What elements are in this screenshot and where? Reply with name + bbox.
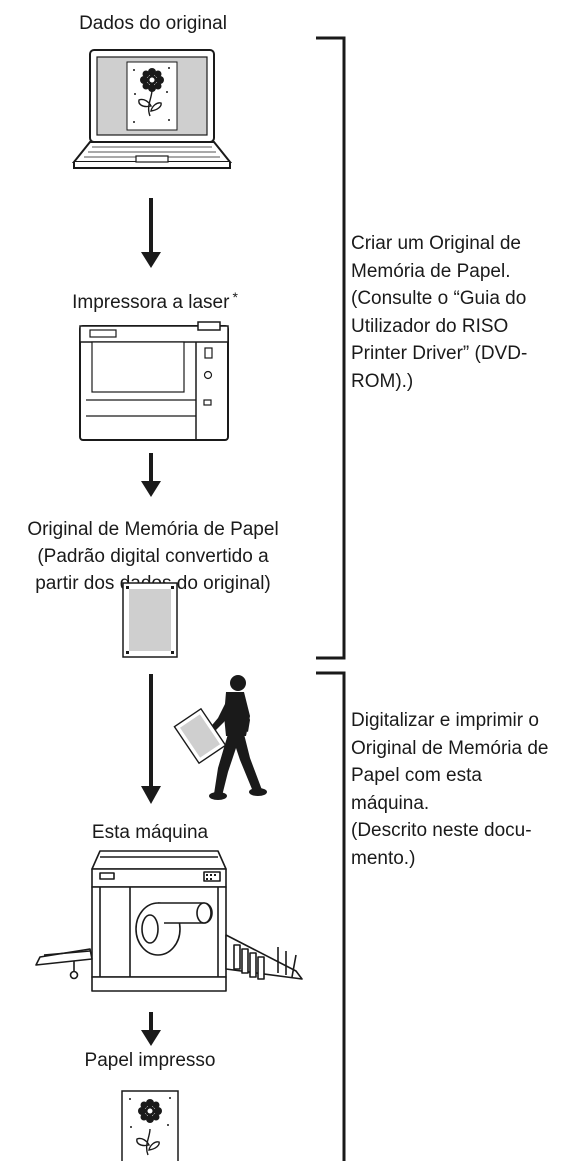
arrow-down-icon [141, 674, 161, 804]
note-create-original: Criar um Original de Memória de Papel. (… [351, 230, 527, 395]
note-scan-line-4: máquina. [351, 792, 430, 814]
label-printed-paper: Papel impresso [84, 1050, 216, 1071]
laptop-icon [71, 49, 233, 169]
note-scan-line-3: Papel com esta [351, 765, 482, 786]
arrow-down-icon [141, 453, 161, 497]
label-paper-memory-original: Original de Memória de Papel (Padrão dig… [0, 516, 306, 597]
label-original-data: Dados do original [79, 13, 227, 34]
note-create-line-2: Memória de Papel. [351, 260, 511, 282]
label-this-machine: Esta máquina [91, 822, 209, 843]
paper-memory-original-icon [122, 582, 178, 658]
note-scan-line-2: Original de Memória de [351, 737, 549, 759]
note-scan-line-1: Digitalizar e imprimir o [351, 710, 539, 731]
bracket-scan-print [316, 671, 346, 1161]
note-create-line-6: ROM).) [351, 370, 414, 392]
note-scan-print: Digitalizar e imprimir o Original de Mem… [351, 707, 548, 872]
note-create-line-5: Printer Driver” (DVD- [351, 343, 528, 364]
laser-printer-text: Impressora a laser [72, 292, 230, 313]
arrow-down-icon [141, 1012, 161, 1046]
printed-paper-icon [121, 1090, 179, 1161]
arrow-down-icon [141, 198, 161, 268]
note-scan-line-6: mento.) [351, 847, 416, 869]
laser-printer-icon [79, 321, 229, 441]
printing-machine-icon [35, 850, 303, 992]
note-scan-line-5: (Descrito neste docu- [351, 820, 532, 841]
note-create-line-1: Criar um Original de [351, 233, 521, 254]
label-laser-printer: Impressora a laser* [30, 289, 280, 315]
paper-memory-line-1: Original de Memória de Papel [27, 519, 279, 540]
person-walking-icon [173, 675, 267, 800]
note-create-line-4: Utilizador do RISO [351, 315, 509, 337]
note-create-line-3: (Consulte o “Guia do [351, 288, 527, 309]
footnote-mark: * [232, 289, 238, 305]
paper-memory-line-2: (Padrão digital convertido a [37, 546, 269, 567]
bracket-create [316, 36, 346, 660]
